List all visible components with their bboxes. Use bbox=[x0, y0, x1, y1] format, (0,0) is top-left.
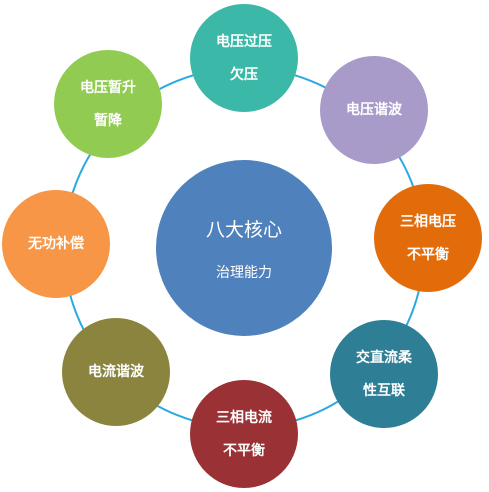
node-label-line1: 三相电压 bbox=[400, 213, 456, 230]
node-label-line1: 交直流柔 bbox=[356, 349, 412, 366]
node-reactive-compensation: 无功补偿 bbox=[2, 190, 110, 298]
node-voltage-unbalance: 三相电压 不平衡 bbox=[374, 184, 482, 292]
node-overvoltage-undervoltage: 电压过压 欠压 bbox=[190, 4, 298, 112]
node-label-line1: 三相电流 bbox=[216, 409, 272, 426]
center-subtitle: 治理能力 bbox=[216, 264, 272, 281]
node-label-line1: 电压暂升 bbox=[80, 79, 136, 96]
center-hub: 八大核心 治理能力 bbox=[156, 160, 332, 336]
node-label-line1: 无功补偿 bbox=[28, 236, 84, 252]
node-label-line2: 暂降 bbox=[94, 112, 122, 129]
node-label-line1: 电压过压 bbox=[216, 33, 272, 50]
node-label-line1: 电流谐波 bbox=[88, 364, 144, 380]
center-title: 八大核心 bbox=[205, 218, 282, 241]
node-label-line2: 不平衡 bbox=[223, 442, 265, 459]
node-label-line1: 电压谐波 bbox=[346, 102, 402, 118]
node-label-line2: 欠压 bbox=[230, 66, 258, 83]
node-voltage-harmonics: 电压谐波 bbox=[320, 56, 428, 164]
node-current-unbalance: 三相电流 不平衡 bbox=[190, 380, 298, 488]
node-label-line2: 不平衡 bbox=[407, 246, 449, 263]
node-voltage-swell-sag: 电压暂升 暂降 bbox=[54, 50, 162, 158]
node-current-harmonics: 电流谐波 bbox=[62, 318, 170, 426]
node-label-line2: 性互联 bbox=[363, 382, 405, 399]
node-ac-dc-flexible-interconnect: 交直流柔 性互联 bbox=[330, 320, 438, 428]
